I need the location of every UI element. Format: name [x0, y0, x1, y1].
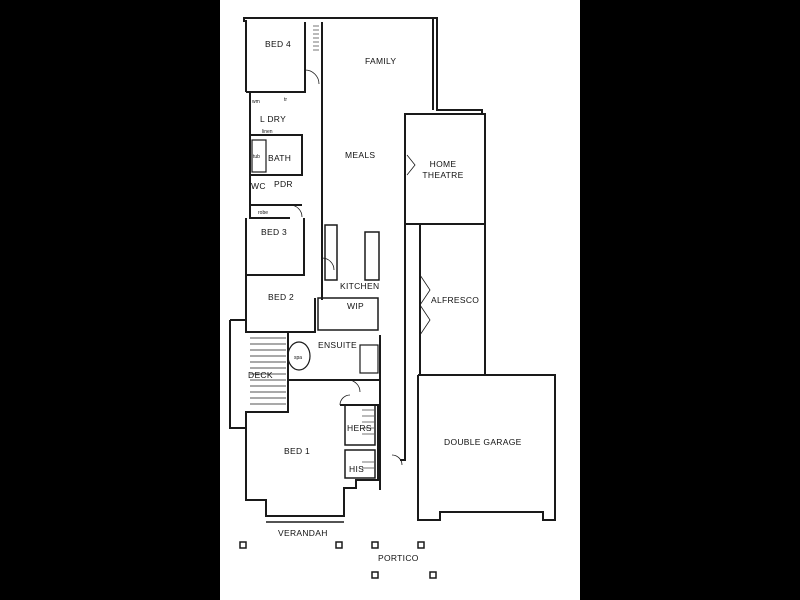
drawing-sheet: [220, 0, 580, 600]
fixture-label-spa: spa: [294, 355, 303, 361]
room-label-wc: WC: [251, 181, 266, 191]
home-theatre-walls: [404, 113, 486, 225]
bath-walls: [249, 134, 303, 176]
robe-shelving: [313, 25, 374, 469]
room-label-laundry: L DRY: [260, 114, 287, 124]
room-label-family: FAMILY: [365, 56, 397, 66]
column: [335, 541, 343, 549]
room-label-portico: PORTICO: [378, 553, 419, 563]
fixture-label-robe: robe: [258, 210, 269, 216]
kitchen-bench-west: [324, 224, 338, 281]
portico-columns: [239, 541, 437, 579]
tub: [251, 139, 267, 173]
fixture-label-linen: linen: [262, 129, 273, 135]
shower: [359, 344, 379, 374]
room-label-his: HIS: [349, 464, 365, 474]
bed4-walls: [246, 22, 306, 93]
robe-walls: [249, 205, 290, 219]
bed3-walls: [245, 218, 305, 276]
room-label-alfresco: ALFRESCO: [431, 295, 480, 305]
his-robe: [344, 449, 376, 479]
wip-walls: [317, 297, 379, 331]
outer-wall-north: [243, 17, 434, 110]
room-label-verandah: VERANDAH: [278, 528, 328, 538]
kitchen-island: [364, 231, 380, 281]
room-label-kitchen: KITCHEN: [340, 281, 380, 291]
room-label-bed1: BED 1: [284, 446, 311, 456]
room-label-pdr: PDR: [274, 179, 293, 189]
deck-boards: [250, 337, 286, 405]
room-label-double-garage: DOUBLE GARAGE: [444, 437, 522, 447]
room-label-wip: WIP: [347, 301, 364, 311]
column: [417, 541, 425, 549]
room-label-bed3: BED 3: [261, 227, 288, 237]
column: [371, 541, 379, 549]
room-label-meals: MEALS: [345, 150, 376, 160]
fixture-label-tr: tr: [284, 97, 288, 103]
living-east-wall: [400, 224, 406, 461]
room-label-ensuite: ENSUITE: [318, 340, 357, 350]
fixture-label-tub: tub: [253, 154, 260, 160]
door-swings: [289, 69, 431, 466]
column: [239, 541, 247, 549]
room-label-home-theatre-1: HOME: [429, 159, 457, 169]
garage-walls: [417, 374, 556, 521]
fixture-label-wm: wm: [252, 99, 260, 105]
room-label-bath: BATH: [268, 153, 292, 163]
room-label-deck: DECK: [248, 370, 273, 380]
column: [429, 571, 437, 579]
room-label-home-theatre-2: THEATRE: [422, 170, 464, 180]
hers-robe: [344, 404, 376, 446]
room-label-bed4: BED 4: [265, 39, 292, 49]
deck-outline: [229, 319, 289, 429]
outer-wall-family-east: [433, 17, 483, 114]
bed2-walls: [245, 275, 316, 333]
bed1-walls: [245, 404, 379, 517]
column: [371, 571, 379, 579]
room-label-bed2: BED 2: [268, 292, 295, 302]
room-label-hers: HERS: [347, 423, 372, 433]
